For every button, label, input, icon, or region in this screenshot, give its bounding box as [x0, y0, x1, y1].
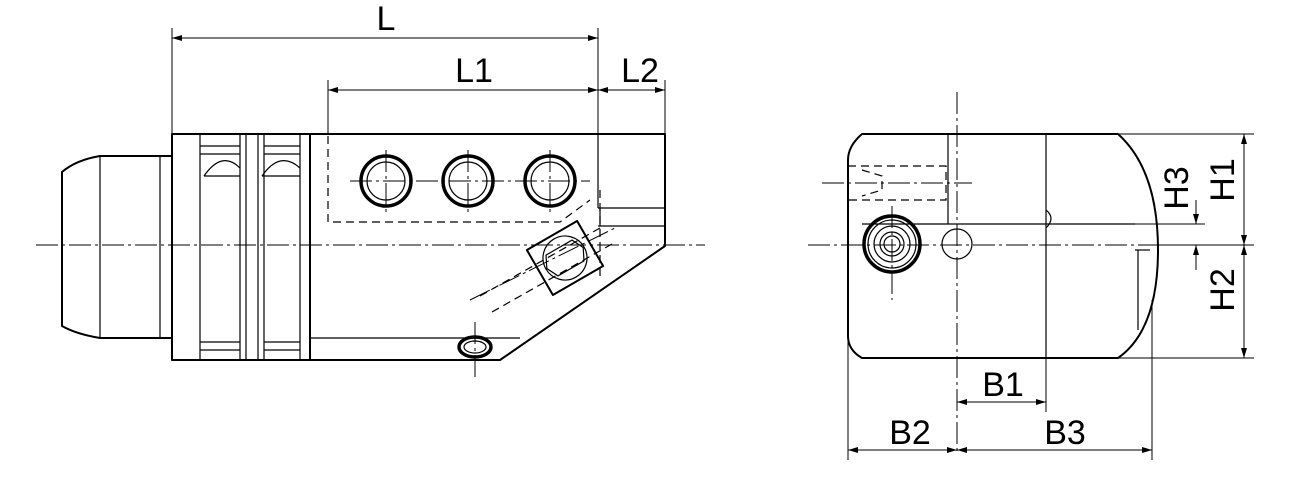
label-L2: L2: [621, 52, 659, 90]
label-B1: B1: [982, 366, 1024, 404]
label-B2: B2: [889, 414, 931, 452]
label-H2: H2: [1204, 268, 1242, 311]
label-L1: L1: [455, 52, 493, 90]
dimension-labels: L L1 L2 H1 H2 H3 B1 B2 B3: [377, 0, 1242, 452]
front-view: [808, 92, 1200, 455]
dimensions: [171, 28, 1254, 460]
label-H3: H3: [1158, 166, 1196, 209]
shank-outline: [61, 155, 172, 339]
label-B3: B3: [1044, 414, 1086, 452]
side-view: [36, 133, 705, 380]
label-L: L: [377, 0, 396, 38]
front-body-outline: [847, 133, 1159, 359]
clamping-screw: [525, 219, 605, 297]
label-H1: H1: [1204, 158, 1242, 201]
collar-outline: [171, 133, 311, 361]
